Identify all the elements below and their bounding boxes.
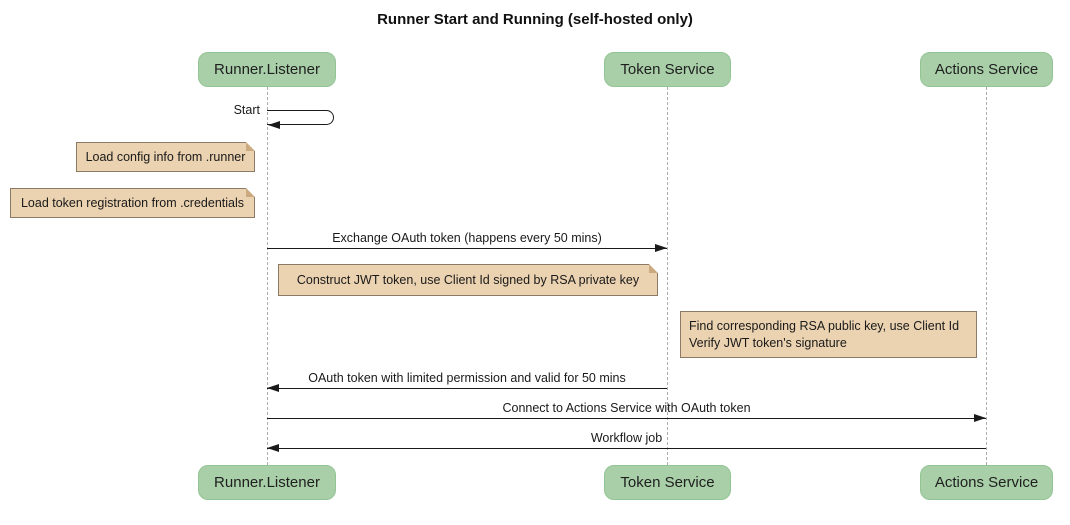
message-line-workflow-job — [267, 448, 986, 449]
message-line-oauth-token-return — [267, 388, 667, 389]
note-construct-jwt: Construct JWT token, use Client Id signe… — [278, 264, 658, 296]
note-fold-icon — [246, 188, 255, 197]
message-label-connect-actions: Connect to Actions Service with OAuth to… — [502, 401, 751, 415]
note-text: Load config info from .runner — [85, 150, 246, 164]
message-line-connect-actions — [267, 418, 986, 419]
message-label-oauth-token-return: OAuth token with limited permission and … — [308, 371, 626, 385]
participant-runner-listener-bottom: Runner.Listener — [198, 465, 336, 500]
note-fold-icon — [649, 264, 658, 273]
note-text: Construct JWT token, use Client Id signe… — [296, 273, 640, 287]
message-line-start-self-loop — [267, 110, 334, 125]
participant-token-service-top: Token Service — [604, 52, 731, 87]
note-verify-jwt: Find corresponding RSA public key, use C… — [680, 311, 977, 358]
participant-token-service-bottom: Token Service — [604, 465, 731, 500]
diagram-title: Runner Start and Running (self-hosted on… — [377, 11, 693, 28]
lifeline-token-service — [667, 87, 668, 465]
arrowhead-oauth-token-return — [267, 384, 279, 392]
note-text: Load token registration from .credential… — [20, 196, 245, 210]
arrowhead-start — [268, 120, 280, 129]
note-load-config: Load config info from .runner — [76, 142, 255, 172]
note-fold-icon — [246, 142, 255, 151]
arrowhead-workflow-job — [267, 444, 279, 452]
message-label-exchange-oauth: Exchange OAuth token (happens every 50 m… — [332, 231, 602, 245]
lifeline-runner-listener — [266, 87, 268, 465]
arrowhead-connect-actions — [974, 414, 986, 422]
participant-runner-listener-top: Runner.Listener — [198, 52, 336, 87]
arrowhead-exchange-oauth — [655, 244, 667, 252]
message-line-exchange-oauth — [267, 248, 667, 249]
participant-actions-service-top: Actions Service — [920, 52, 1053, 87]
message-label-workflow-job: Workflow job — [590, 431, 663, 445]
participant-actions-service-bottom: Actions Service — [920, 465, 1053, 500]
message-label-start: Start — [233, 103, 260, 117]
note-load-token-registration: Load token registration from .credential… — [10, 188, 255, 218]
lifeline-actions-service — [986, 87, 987, 465]
